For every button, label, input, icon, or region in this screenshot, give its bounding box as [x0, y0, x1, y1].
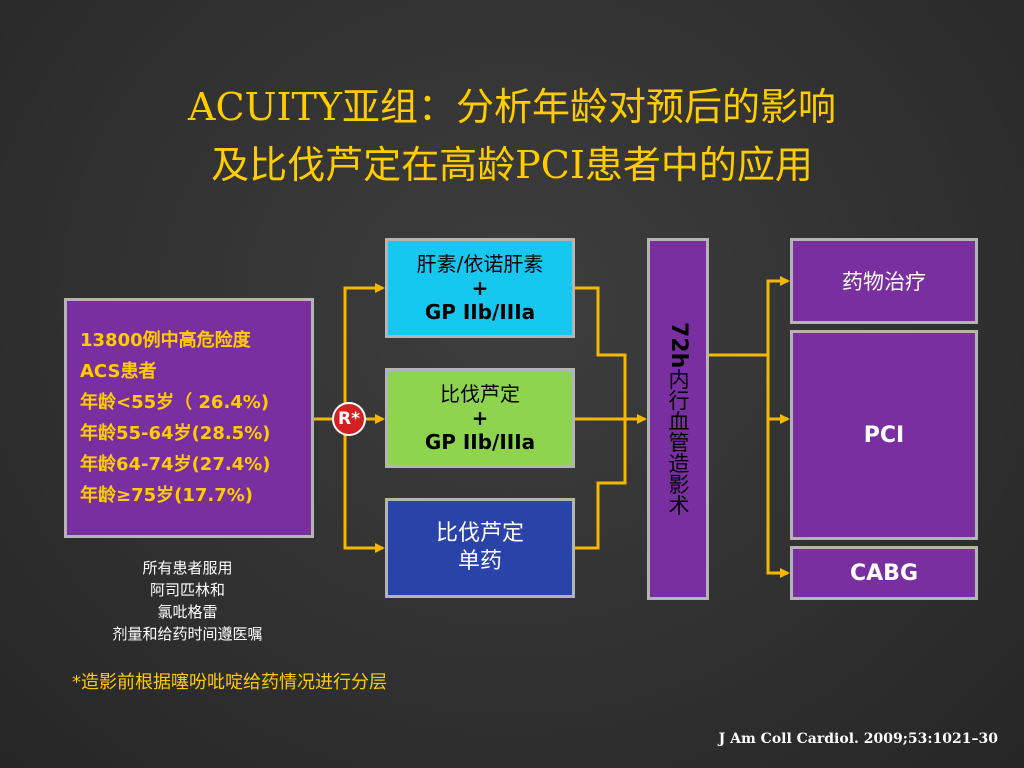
outcome-pci: PCI — [790, 330, 978, 540]
patient-population-box: 13800例中高危险度 ACS患者 年龄<55岁（ 26.4%) 年龄55-64… — [64, 298, 314, 538]
arm-heparin-gp: 肝素/依诺肝素 + GP IIb/IIIa — [385, 238, 575, 338]
outcome-medical-therapy: 药物治疗 — [790, 238, 978, 324]
arm-subtitle: 单药 — [457, 549, 502, 574]
patient-line: 年龄≥75岁(17.7%) — [80, 485, 254, 506]
arm-label: 比伐芦定 — [435, 521, 524, 546]
title-line-2: 及比伐芦定在高龄PCI患者中的应用 — [211, 143, 813, 187]
patient-line: ACS患者 — [80, 361, 157, 382]
patient-line: 年龄55-64岁(28.5%) — [80, 423, 271, 444]
angiography-box: 72h内行血管造影术 — [647, 238, 709, 600]
arrow-to-outcome-3 — [766, 355, 790, 578]
arm-drug: GP IIb/IIIa — [424, 430, 536, 454]
patient-line: 13800例中高危险度 — [80, 330, 251, 351]
arm-label: 比伐芦定 — [440, 382, 520, 406]
arm-plus: + — [471, 276, 489, 300]
angiography-procedure: 内行血管造影术 — [666, 368, 690, 516]
arm-bivalirudin-gp: 比伐芦定 + GP IIb/IIIa — [385, 368, 575, 468]
outcome-cabg: CABG — [790, 546, 978, 600]
connector-arm-1-out — [575, 286, 627, 419]
arm-plus: + — [471, 406, 489, 430]
arrow-to-arm-1 — [343, 283, 385, 421]
arm-bivalirudin-mono: 比伐芦定 单药 — [385, 498, 575, 598]
title-line-1: ACUITY亚组：分析年龄对预后的影响 — [188, 85, 836, 129]
randomization-badge: R* — [332, 402, 366, 436]
connector-arm-3-out — [575, 419, 627, 550]
patient-line: 年龄<55岁（ 26.4%) — [80, 392, 270, 413]
arm-label: 肝素/依诺肝素 — [416, 252, 544, 276]
patient-line: 年龄64-74岁(27.4%) — [80, 454, 271, 475]
medication-note: 所有患者服用 阿司匹林和 氯吡格雷 剂量和给药时间遵医嘱 — [80, 557, 295, 645]
note-line: 所有患者服用 — [142, 559, 233, 577]
note-line: 剂量和给药时间遵医嘱 — [112, 625, 263, 643]
stratification-footnote: *造影前根据噻吩吡啶给药情况进行分层 — [72, 672, 387, 693]
arrow-to-outcome-1 — [766, 276, 790, 355]
note-line: 阿司匹林和 — [149, 581, 225, 599]
arm-drug: GP IIb/IIIa — [424, 300, 536, 324]
slide-title: ACUITY亚组：分析年龄对预后的影响 及比伐芦定在高龄PCI患者中的应用 — [0, 78, 1024, 194]
arrow-to-arm-3 — [343, 419, 385, 553]
note-line: 氯吡格雷 — [157, 603, 218, 621]
angiography-label: 72h内行血管造影术 — [663, 322, 693, 515]
angiography-time: 72h — [666, 322, 691, 369]
citation: J Am Coll Cardiol. 2009;53:1021–30 — [718, 731, 998, 747]
